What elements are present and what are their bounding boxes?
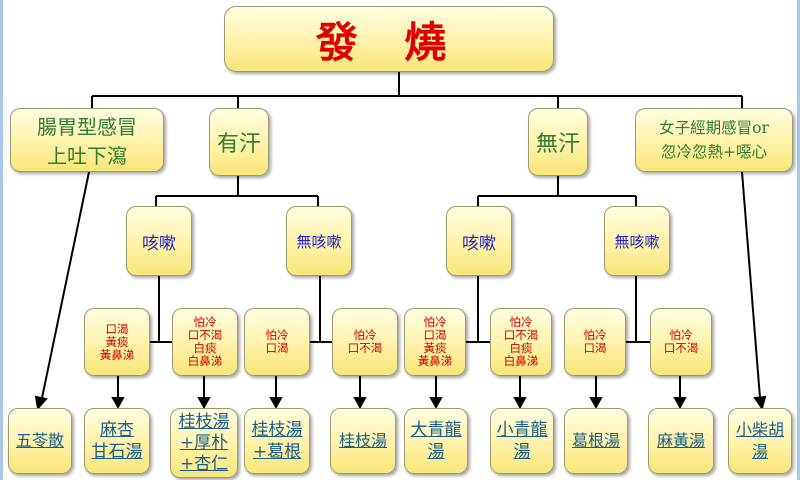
category-female-line1: 女子經期感冒or [659, 119, 769, 137]
condition-text: 怕冷 [423, 315, 447, 329]
condition-text: 怕冷 [669, 328, 693, 342]
condition-text: 怕冷 [583, 328, 607, 342]
remedy-gegen-tang[interactable]: 葛根湯 [564, 408, 628, 474]
remedy-xiaochaihu-tang[interactable]: 小柴胡 湯 [728, 408, 792, 474]
remedy-link[interactable]: 甘石湯 [91, 442, 143, 462]
condition-text: 黃痰 [423, 341, 447, 355]
remedy-xiaoqinglong-tang[interactable]: 小青龍 湯 [490, 408, 554, 474]
category-no-sweat-label: 無汗 [535, 132, 580, 157]
condition-thirst-yellow-phlegm: 口渴 黃痰 黃鼻涕 [84, 308, 150, 376]
symptom-nosweat-cough-label: 咳嗽 [462, 233, 496, 254]
condition-text: 怕冷 [353, 328, 377, 342]
condition-text: 口不渴 [187, 328, 223, 342]
condition-text: 怕冷 [193, 315, 217, 329]
condition-text: 口渴 [423, 328, 447, 342]
remedy-link[interactable]: 大青龍 [410, 420, 462, 440]
condition-cold-thirst-2: 怕冷 口渴 [564, 308, 626, 376]
remedy-link[interactable]: 桂枝湯 [338, 431, 387, 450]
remedy-link[interactable]: 五苓散 [15, 431, 64, 450]
symptom-nosweat-cough: 咳嗽 [446, 206, 512, 276]
condition-text: 口不渴 [347, 341, 383, 355]
category-with-sweat-label: 有汗 [216, 132, 261, 157]
remedy-link[interactable]: 桂枝湯 [251, 420, 303, 440]
condition-text: 口不渴 [503, 328, 539, 342]
symptom-sweat-no-cough: 無咳嗽 [286, 206, 352, 276]
condition-text: 黃鼻涕 [99, 347, 135, 362]
condition-text: 黃痰 [105, 334, 129, 349]
remedy-link[interactable]: 湯 [513, 442, 531, 462]
remedy-link[interactable]: 小柴胡 [735, 420, 784, 439]
category-female-menstrual-cold: 女子經期感冒or 忽冷忽熱+噁心 [635, 108, 793, 172]
category-gi-line2: 上吐下瀉 [47, 144, 127, 168]
remedy-maxing-ganshi[interactable]: 麻杏 甘石湯 [84, 408, 150, 474]
remedy-link[interactable]: 湯 [427, 442, 445, 462]
remedy-guizhi-houpo-xingren[interactable]: 桂枝湯 +厚朴 +杏仁 [170, 408, 238, 478]
root-label: 發 燒 [315, 17, 463, 67]
remedy-link[interactable]: +厚朴 [179, 432, 229, 453]
condition-text: 黃鼻涕 [417, 354, 453, 368]
condition-text: 白痰 [193, 341, 217, 355]
symptom-sweat-cough: 咳嗽 [126, 206, 192, 276]
remedy-guizhi-gegen[interactable]: 桂枝湯 +葛根 [244, 408, 310, 474]
right-edge-bar [797, 0, 800, 480]
category-gi-cold: 腸胃型感冒 上吐下瀉 [10, 108, 164, 172]
condition-text: 口渴 [105, 321, 129, 336]
root-node-fever: 發 燒 [224, 6, 554, 72]
remedy-link[interactable]: 葛根湯 [571, 431, 620, 450]
condition-text: 口渴 [265, 341, 289, 355]
condition-text: 口渴 [583, 341, 607, 355]
condition-text: 口不渴 [663, 341, 699, 355]
remedy-link[interactable]: +杏仁 [179, 453, 229, 474]
left-edge-bar [0, 0, 3, 480]
condition-text: 白鼻涕 [187, 354, 223, 368]
condition-text: 白鼻涕 [503, 354, 539, 368]
remedy-link[interactable]: 桂枝湯 [178, 411, 230, 432]
condition-text: 白痰 [509, 341, 533, 355]
remedy-link[interactable]: 麻杏 [100, 420, 134, 440]
condition-text: 怕冷 [265, 328, 289, 342]
category-with-sweat: 有汗 [209, 108, 269, 176]
symptom-sweat-cough-label: 咳嗽 [142, 233, 176, 254]
symptom-nosweat-no-cough: 無咳嗽 [604, 206, 670, 276]
symptom-sweat-no-cough-label: 無咳嗽 [296, 232, 342, 251]
condition-text: 怕冷 [509, 315, 533, 329]
condition-cold-no-thirst-white-phlegm: 怕冷 口不渴 白痰 白鼻涕 [490, 308, 552, 376]
remedy-daqinglong-tang[interactable]: 大青龍 湯 [404, 408, 468, 474]
remedy-mahuang-tang[interactable]: 麻黃湯 [648, 408, 714, 474]
remedy-link[interactable]: 麻黃湯 [656, 431, 705, 450]
remedy-guizhi-tang[interactable]: 桂枝湯 [330, 408, 396, 474]
remedy-link[interactable]: 小青龍 [496, 420, 548, 440]
category-gi-line1: 腸胃型感冒 [37, 115, 137, 139]
condition-cold-thirst: 怕冷 口渴 [244, 308, 310, 376]
category-no-sweat: 無汗 [528, 108, 588, 176]
symptom-nosweat-no-cough-label: 無咳嗽 [614, 232, 660, 251]
remedy-link[interactable]: 湯 [751, 442, 768, 461]
condition-cold-no-thirst-2: 怕冷 口不渴 [650, 308, 712, 376]
condition-cold-no-thirst: 怕冷 口不渴 [332, 308, 398, 376]
category-female-line2: 忽冷忽熱+噁心 [661, 143, 767, 161]
remedy-wuling-san[interactable]: 五苓散 [8, 408, 72, 474]
condition-cold-thirst-yellow-phlegm: 怕冷 口渴 黃痰 黃鼻涕 [404, 308, 466, 376]
remedy-link[interactable]: +葛根 [252, 442, 302, 462]
condition-cold-no-thirst-white-phlegm: 怕冷 口不渴 白痰 白鼻涕 [172, 308, 238, 376]
